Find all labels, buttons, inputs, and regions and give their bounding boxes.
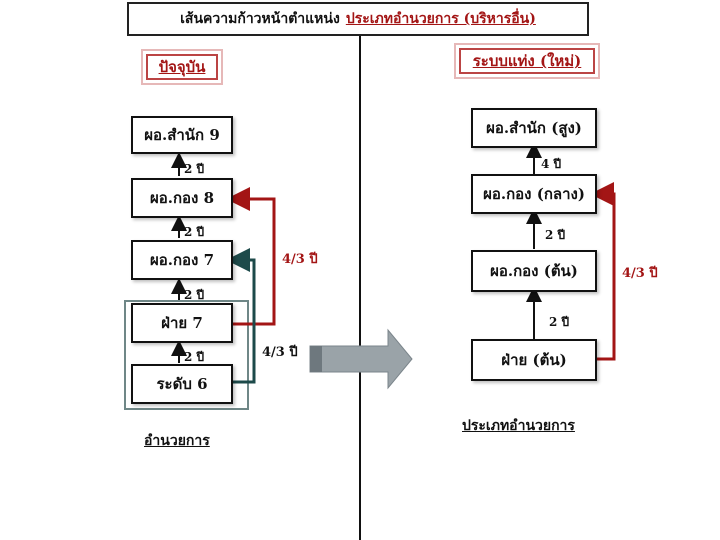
left-step-label-4: 2 ปี — [184, 350, 205, 364]
title-prefix: เส้นความก้าวหน้าตำแหน่ง — [180, 11, 340, 27]
title-highlight: ประเภทอำนวยการ (บริหารอื่น) — [345, 11, 536, 27]
left-teal-path-label: 4/3 ปี — [262, 345, 298, 360]
left-step-label-3: 2 ปี — [184, 288, 205, 302]
diagram-title: เส้นความก้าวหน้าตำแหน่ง ประเภทอำนวยการ (… — [127, 2, 589, 36]
node-director-office-9: ผอ.สำนัก 9 — [131, 116, 233, 154]
node-director-office-high: ผอ.สำนัก (สูง) — [471, 108, 597, 148]
node-section-7: ฝ่าย 7 — [131, 303, 233, 343]
node-director-division-low: ผอ.กอง (ต้น) — [471, 250, 597, 292]
node-level-6: ระดับ 6 — [131, 364, 233, 404]
left-step-label-1: 2 ปี — [184, 162, 205, 176]
transition-arrow — [309, 328, 413, 390]
center-divider — [359, 36, 361, 540]
node-director-division-7: ผอ.กอง 7 — [131, 240, 233, 280]
right-red-path — [590, 182, 616, 361]
node-section-low: ฝ่าย (ต้น) — [471, 339, 597, 381]
node-director-division-mid: ผอ.กอง (กลาง) — [471, 174, 597, 214]
right-step-label-1: 4 ปี — [541, 157, 562, 171]
left-step-label-2: 2 ปี — [184, 225, 205, 239]
node-director-division-8: ผอ.กอง 8 — [131, 178, 233, 218]
left-group-box — [124, 300, 249, 410]
right-step-label-2: 2 ปี — [545, 228, 566, 242]
left-caption: อำนวยการ — [144, 433, 210, 449]
left-header: ปัจจุบัน — [146, 54, 218, 80]
left-teal-path — [226, 248, 256, 384]
right-header: ระบบแท่ง (ใหม่) — [459, 48, 595, 74]
right-step-label-3: 2 ปี — [549, 315, 570, 329]
right-red-path-label: 4/3 ปี — [622, 266, 658, 281]
right-caption: ประเภทอำนวยการ — [462, 418, 575, 434]
left-red-path-label: 4/3 ปี — [282, 252, 318, 267]
